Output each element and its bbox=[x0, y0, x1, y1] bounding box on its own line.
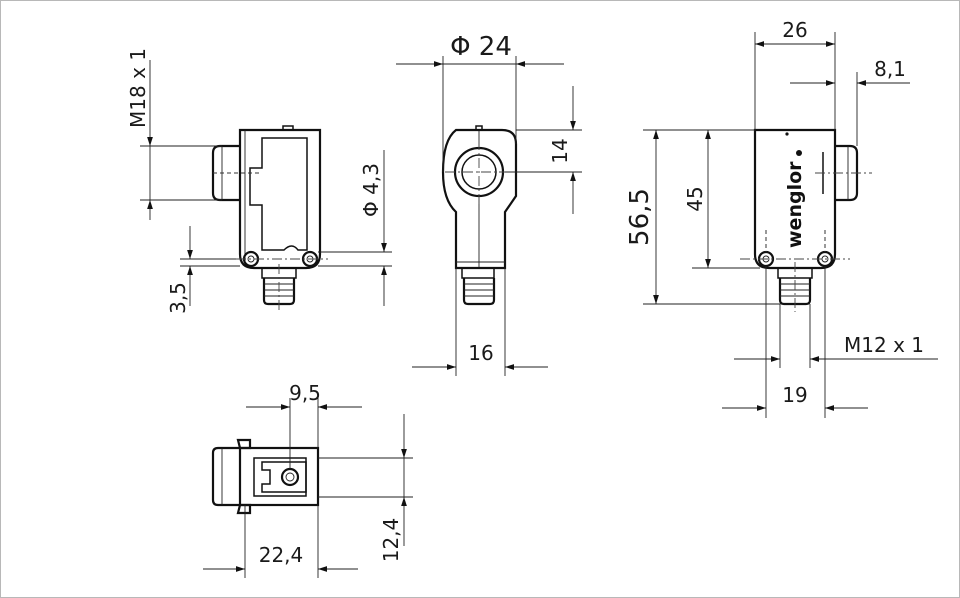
dim-width-top: 26 bbox=[782, 18, 807, 42]
dim-ring-height: 14 bbox=[548, 138, 572, 163]
bottom-view: 9,5 22,4 12,4 bbox=[203, 381, 413, 578]
front-view: Φ 24 14 16 bbox=[396, 32, 582, 376]
dim-hole-spacing: 19 bbox=[782, 383, 807, 407]
dim-base-height: 12,4 bbox=[379, 518, 403, 563]
dim-connector-depth: 8,1 bbox=[874, 57, 906, 81]
side-view: M18 x 1 3,5 Φ 4,3 bbox=[126, 48, 392, 314]
dim-base-width: 22,4 bbox=[259, 543, 304, 567]
dim-hole-diameter: Φ 4,3 bbox=[359, 163, 383, 217]
branded-view: wenglor 26 8,1 56,5 45 M12 x 1 bbox=[625, 18, 938, 418]
dim-ring-diameter: Φ 24 bbox=[450, 32, 512, 62]
dim-body-width-front: 16 bbox=[468, 341, 493, 365]
brand-logo: wenglor bbox=[784, 161, 806, 248]
dim-total-height: 56,5 bbox=[625, 188, 655, 246]
dim-plug-offset: 9,5 bbox=[289, 381, 321, 405]
dim-hole-offset: 3,5 bbox=[166, 282, 190, 314]
dim-thread-m12: M12 x 1 bbox=[844, 333, 924, 357]
dim-thread-m18: M18 x 1 bbox=[126, 48, 150, 128]
dim-body-height: 45 bbox=[683, 186, 707, 211]
